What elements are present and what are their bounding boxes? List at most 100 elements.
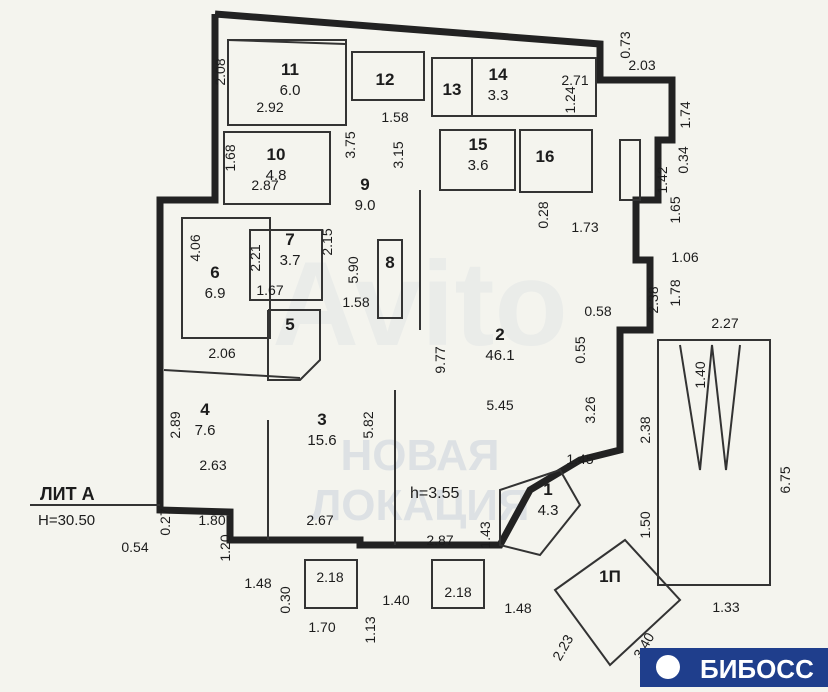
- room-number: 6: [210, 263, 219, 282]
- room-number: 15: [469, 135, 488, 154]
- room-number: 16: [536, 147, 555, 166]
- room-number: 5: [285, 315, 294, 334]
- dimension-label: 1.06: [671, 249, 698, 265]
- dimension-label: 2.38: [637, 416, 653, 443]
- room-number: 14: [489, 65, 508, 84]
- room-10-outline: [223, 131, 331, 205]
- dimension-label: 2.38: [645, 286, 661, 313]
- dimension-label: 0.58: [584, 303, 611, 319]
- dimension-label: 2.87: [426, 532, 453, 548]
- height-level: H=30.50: [38, 512, 95, 529]
- watermark-line1: НОВАЯ: [341, 431, 500, 480]
- brand-icon: [656, 655, 680, 679]
- dimension-label: 1.43: [477, 521, 493, 548]
- room-number: 3: [317, 410, 326, 429]
- balcony-outline: [657, 339, 771, 586]
- dimension-label: 1.13: [362, 616, 378, 643]
- room-number: 13: [443, 80, 462, 99]
- room-14-outline: [471, 57, 597, 117]
- room-area: 3.3: [488, 87, 509, 104]
- room-number: 7: [285, 230, 294, 249]
- dimension-label: 2.03: [628, 57, 655, 73]
- room-number: 4: [200, 400, 210, 419]
- walls: [30, 10, 771, 667]
- room-11-outline: [227, 39, 347, 126]
- dimension-label: 3.75: [342, 131, 358, 158]
- dimension-label: 2.87: [251, 177, 278, 193]
- dimension-label: 1.73: [571, 219, 598, 235]
- room-area: 15.6: [307, 432, 336, 449]
- porch-1p: [553, 538, 682, 667]
- dimension-label: 0.55: [572, 336, 588, 363]
- dimension-label: 2.18: [316, 569, 343, 585]
- room-area: 6.0: [280, 82, 301, 99]
- dimension-label: 1.20: [217, 534, 233, 561]
- room-area: 3.7: [280, 252, 301, 269]
- dimension-label: 2.15: [319, 228, 335, 255]
- dimension-label: 1.24: [562, 86, 578, 113]
- dimension-label: 1.80: [198, 512, 225, 528]
- room-1-outline: [499, 468, 582, 557]
- dimension-label: 0.34: [675, 146, 691, 173]
- room-8-outline: [377, 239, 403, 319]
- dimension-label: 2.06: [208, 345, 235, 361]
- dimension-label: 2.27: [711, 315, 738, 331]
- ceiling-height: h=3.55: [410, 485, 459, 502]
- dimension-label: 1.65: [667, 196, 683, 223]
- room-number: 2: [495, 325, 504, 344]
- room-15-outline: [439, 129, 516, 191]
- step-right: [431, 559, 485, 609]
- dimension-label: 3.26: [582, 396, 598, 423]
- room-number: 9: [360, 175, 369, 194]
- dimension-label: 5.45: [486, 397, 513, 413]
- dimension-label: 6.75: [777, 466, 793, 493]
- dimension-label: 5.90: [345, 256, 361, 283]
- room-number: 8: [385, 253, 394, 272]
- dimension-label: 1.45: [566, 451, 593, 467]
- dimension-label: 1.50: [637, 511, 653, 538]
- lit-label: ЛИТ А: [40, 484, 95, 504]
- dimension-label: 1.48: [244, 575, 271, 591]
- room-16-outline: [519, 129, 593, 193]
- room-number: 1: [543, 480, 552, 499]
- dimension-label: 4.06: [187, 234, 203, 261]
- room-area: 46.1: [485, 347, 514, 364]
- brand-text: БИБОСС: [700, 654, 814, 684]
- dimension-label: 1.68: [222, 144, 238, 171]
- dimension-label: 0.27: [157, 508, 173, 535]
- dimension-label: 2.08: [212, 58, 228, 85]
- dimension-label: 2.63: [199, 457, 226, 473]
- dimension-label: 1.42: [654, 166, 670, 193]
- dimension-label: 0.54: [121, 539, 148, 555]
- room-7-outline: [249, 229, 323, 301]
- room-6-outline: [181, 217, 271, 339]
- dimension-label: 1.33: [712, 599, 739, 615]
- room-area: 9.0: [355, 197, 376, 214]
- balcony-hatch: [679, 344, 741, 471]
- room-area: 3.6: [468, 157, 489, 174]
- step-left: [304, 559, 358, 609]
- dimension-labels: 2.082.921.582.711.240.732.031.741.682.87…: [121, 31, 793, 663]
- room-area: 7.6: [195, 422, 216, 439]
- dimension-label: 2.23: [549, 632, 577, 664]
- wall-4-top: [163, 369, 301, 379]
- dimension-label: 2.21: [247, 244, 263, 271]
- watermark-line2: ЛОКАЦИЯ: [310, 481, 529, 530]
- room-number: 10: [267, 145, 286, 164]
- dimension-label: 1.67: [256, 282, 283, 298]
- dimension-label: 1.40: [692, 361, 708, 388]
- dimension-label: 2.89: [167, 411, 183, 438]
- room-number: 12: [376, 70, 395, 89]
- dimension-label: 0.28: [535, 201, 551, 228]
- dimension-label: 0.30: [277, 586, 293, 613]
- room-number: 1П: [599, 567, 621, 586]
- dimension-label: 1.74: [677, 101, 693, 128]
- dimension-label: 2.67: [306, 512, 333, 528]
- dimension-label: 2.18: [444, 584, 471, 600]
- dimension-label: 1.40: [382, 592, 409, 608]
- room-area: 4.8: [266, 167, 287, 184]
- room-number: 11: [281, 60, 299, 79]
